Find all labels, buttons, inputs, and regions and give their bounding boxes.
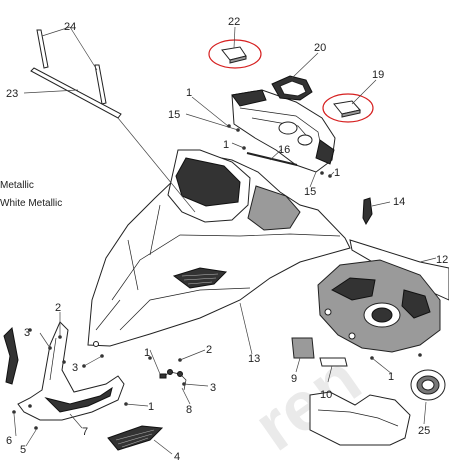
callout-3: 3 <box>24 327 30 339</box>
callout-6: 6 <box>6 435 12 447</box>
callout-16: 16 <box>278 144 290 156</box>
inner-liner <box>317 259 441 353</box>
part-25-grommet <box>410 369 446 401</box>
callout-22: 22 <box>228 16 240 28</box>
callout-2: 2 <box>206 344 212 356</box>
callout-1: 1 <box>223 139 229 151</box>
callout-1: 1 <box>388 371 394 383</box>
side-note-metallic: Metallic <box>0 180 34 191</box>
callout-24: 24 <box>64 21 76 33</box>
part-13-hood <box>87 149 351 347</box>
part-24-strips <box>36 29 107 105</box>
callout-23: 23 <box>6 88 18 100</box>
side-note-white-metallic: White Metallic <box>0 198 62 209</box>
callout-9: 9 <box>291 373 297 385</box>
part-20-bezel <box>271 75 313 101</box>
callouts: 24 23 22 20 19 1 15 1 16 15 1 14 12 13 2… <box>6 16 448 463</box>
callout-8: 8 <box>186 404 192 416</box>
leader-lines <box>13 26 437 455</box>
callout-1: 1 <box>148 401 154 413</box>
callout-13: 13 <box>248 353 260 365</box>
callout-10: 10 <box>320 389 332 401</box>
part-10-pad <box>319 357 348 367</box>
callout-1: 1 <box>144 347 150 359</box>
callout-19: 19 <box>372 69 384 81</box>
part-22-block <box>208 39 262 69</box>
callout-12: 12 <box>436 254 448 266</box>
callout-4: 4 <box>174 451 180 463</box>
callout-20: 20 <box>314 42 326 54</box>
callout-1: 1 <box>186 87 192 99</box>
callout-5: 5 <box>20 444 26 456</box>
callout-14: 14 <box>393 196 405 208</box>
left-side-trim <box>3 326 19 385</box>
callout-1: 1 <box>334 167 340 179</box>
part-14-bracket <box>362 197 373 226</box>
part-19-block <box>322 93 374 123</box>
part-8-harness <box>159 369 187 391</box>
part-4-grille <box>107 425 164 451</box>
dash-console <box>231 89 336 173</box>
part-7-bumper <box>17 321 125 421</box>
callout-15: 15 <box>168 109 180 121</box>
callout-3: 3 <box>72 362 78 374</box>
callout-2: 2 <box>55 302 61 314</box>
callout-7: 7 <box>82 426 88 438</box>
callout-25: 25 <box>418 425 430 437</box>
part-9-pad <box>291 337 315 359</box>
lower-shield <box>309 391 411 446</box>
part-23-trim <box>30 67 122 119</box>
callout-15: 15 <box>304 186 316 198</box>
callout-3: 3 <box>210 382 216 394</box>
